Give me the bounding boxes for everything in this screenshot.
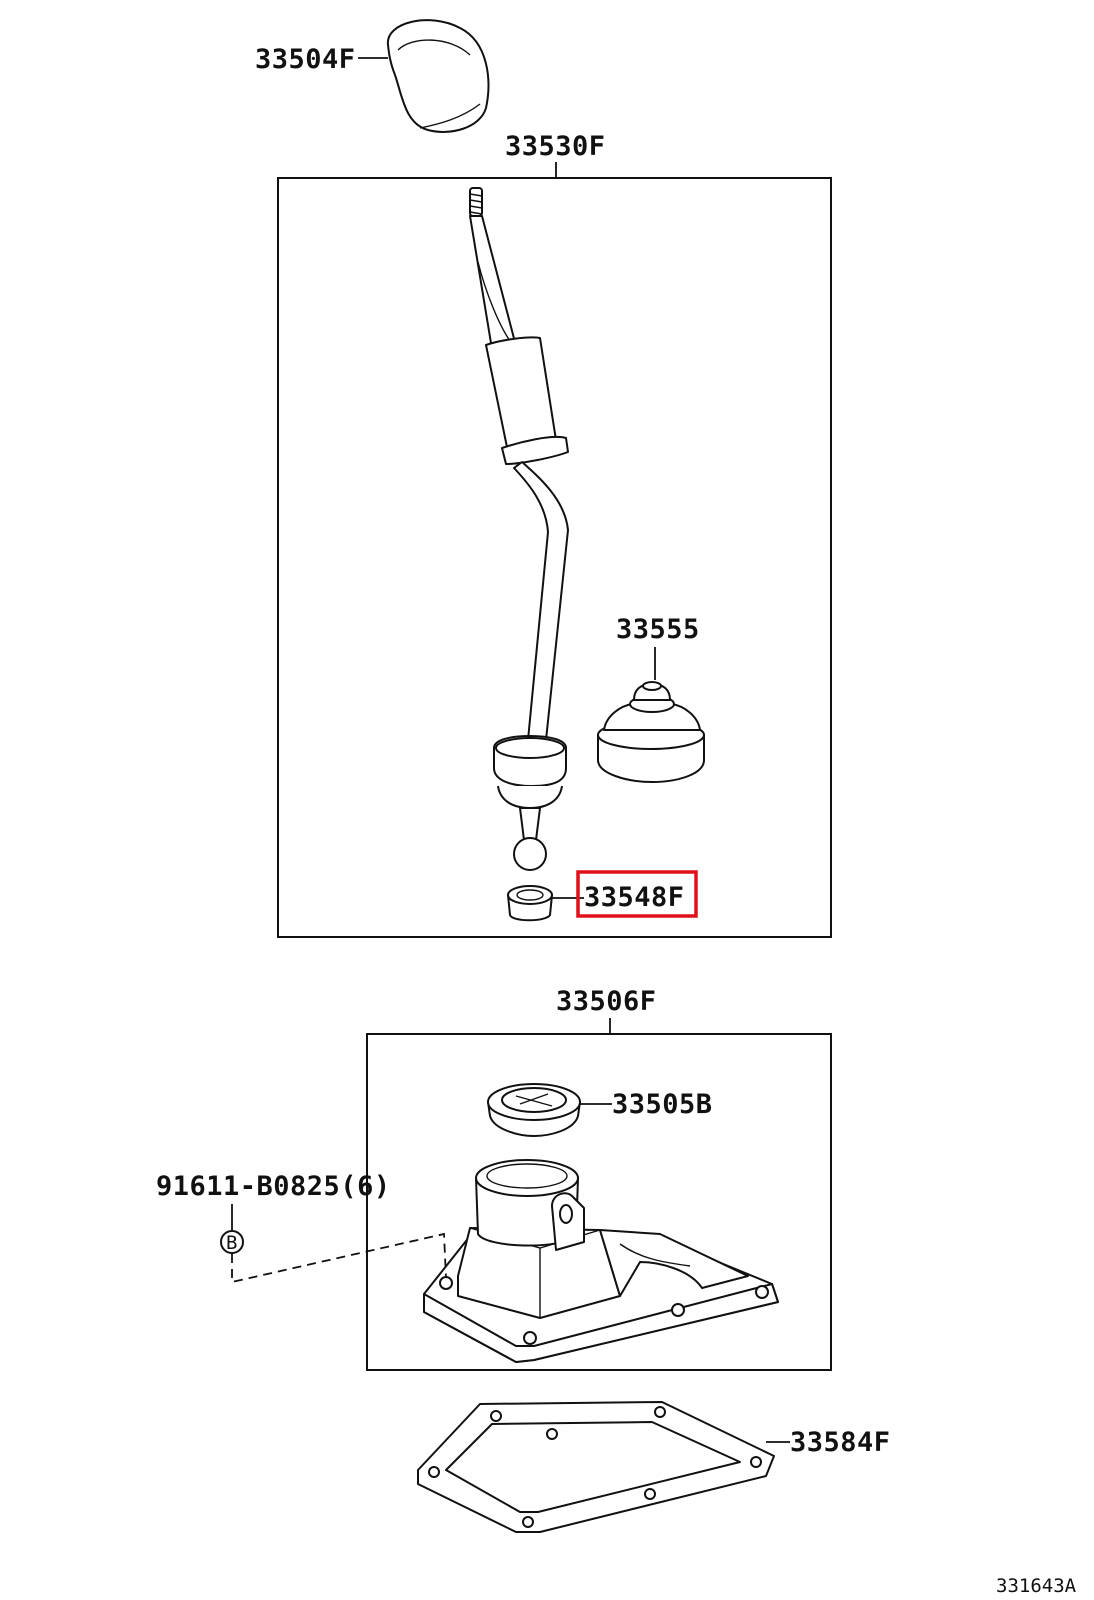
label-retainer-assy[interactable]: 33506F (556, 986, 657, 1017)
label-boot[interactable]: 33555 (616, 614, 700, 645)
lever-assy-group-box (277, 177, 832, 938)
bolt-marker-letter: B (226, 1232, 237, 1254)
shift-lever-part[interactable] (469, 187, 569, 871)
label-bushing[interactable]: 33505B (612, 1089, 713, 1120)
label-seat[interactable]: 33548F (584, 882, 685, 913)
bolt-marker-circle[interactable] (220, 1230, 244, 1254)
label-knob[interactable]: 33504F (255, 44, 356, 75)
seat-part[interactable] (507, 885, 553, 922)
retainer-group-box (366, 1033, 832, 1371)
figure-code: 331643A (996, 1575, 1077, 1597)
gasket-part[interactable] (417, 1401, 775, 1533)
seat-highlight-box (576, 870, 698, 918)
shift-knob-part[interactable] (386, 19, 490, 133)
shift-lever-retainer-part[interactable] (423, 1159, 779, 1363)
bolt-dashed-line (231, 1232, 447, 1284)
label-bolt[interactable]: 91611-B0825(6) (156, 1171, 391, 1202)
label-lever-assy[interactable]: 33530F (505, 131, 606, 162)
bushing-part[interactable] (487, 1083, 581, 1137)
label-gasket[interactable]: 33584F (790, 1427, 891, 1458)
dust-boot-part[interactable] (597, 681, 705, 783)
